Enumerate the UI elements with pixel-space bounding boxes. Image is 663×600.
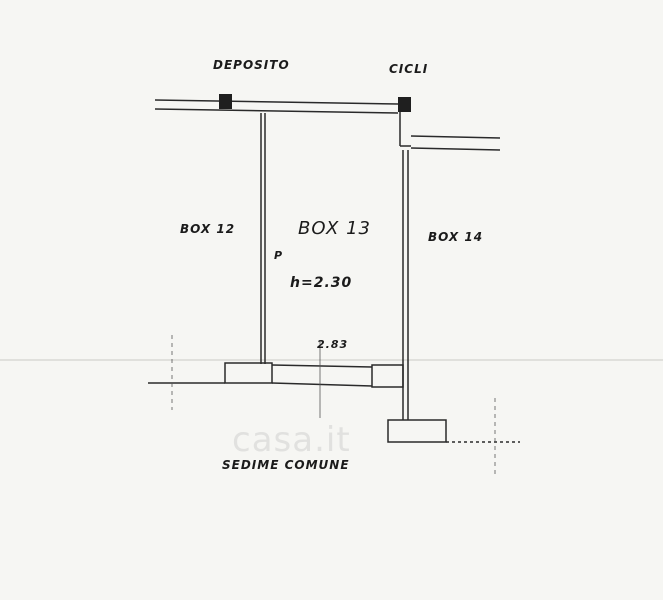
dimension-lines bbox=[171, 335, 496, 475]
right-partition-wall bbox=[400, 145, 411, 367]
watermark: casa.it bbox=[232, 420, 351, 460]
bottom-front-wall bbox=[148, 362, 520, 443]
label-box-14: BOX 14 bbox=[428, 230, 484, 244]
right-upper-wall bbox=[399, 112, 501, 151]
label-cicli: CICLI bbox=[389, 62, 429, 76]
top-wall bbox=[154, 99, 399, 114]
label-code: 2.83 bbox=[317, 338, 349, 351]
label-box-12: BOX 12 bbox=[180, 222, 236, 236]
label-sedime-comune: SEDIME COMUNE bbox=[222, 458, 350, 472]
pillar-right bbox=[398, 97, 411, 112]
marker-p: P bbox=[274, 249, 284, 262]
label-height: h=2.30 bbox=[290, 275, 353, 291]
pillar-left bbox=[219, 94, 232, 109]
left-partition-wall bbox=[260, 113, 266, 364]
label-deposito: DEPOSITO bbox=[213, 58, 290, 72]
label-box-13: BOX 13 bbox=[298, 218, 371, 239]
